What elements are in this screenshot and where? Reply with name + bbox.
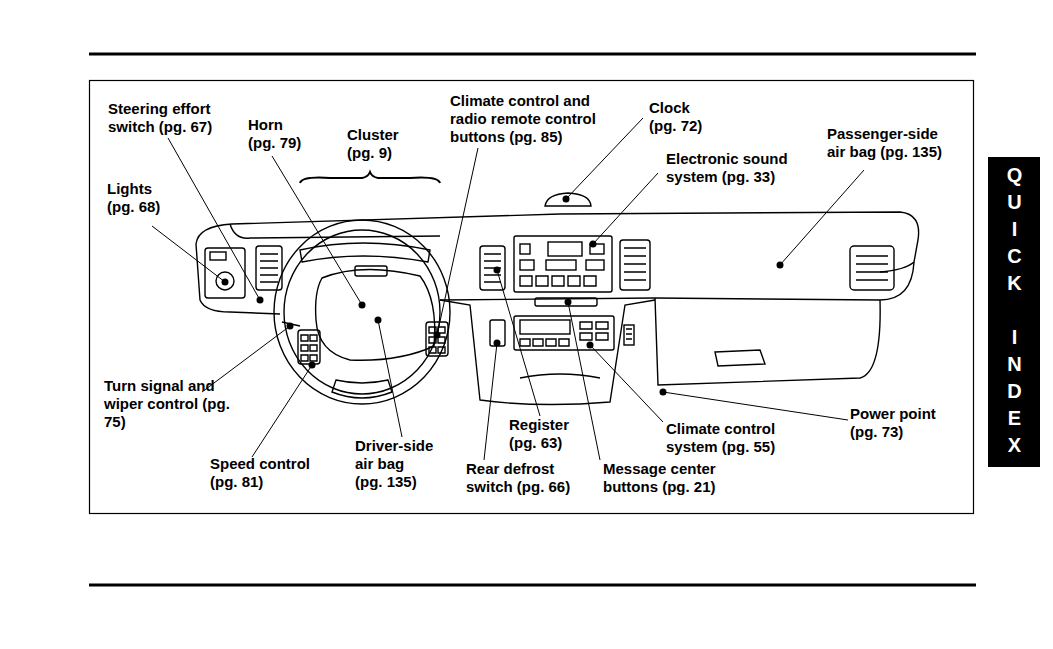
dash-corner (230, 224, 250, 238)
leader-dot (287, 323, 294, 330)
callout-label: Climate control system (pg. 55) (666, 420, 786, 456)
bottom-rule (89, 584, 976, 587)
leader-dot (434, 332, 441, 339)
leader-lines (152, 118, 864, 460)
leader-dots (222, 196, 784, 396)
leader-line (593, 173, 658, 244)
rear-defrost-switch (490, 320, 505, 346)
leader-line (663, 392, 848, 420)
dash-left (196, 244, 280, 314)
leader-line (568, 302, 600, 460)
glovebox (655, 298, 880, 385)
wheel-hub (316, 269, 435, 360)
leader-dot (494, 267, 501, 274)
light-switch (210, 252, 226, 260)
preset-buttons (520, 276, 596, 286)
leader-line (272, 156, 362, 305)
leader-line (437, 148, 478, 335)
speed-control-pad (298, 330, 320, 364)
callout-label: Rear defrost switch (pg. 66) (466, 460, 586, 496)
radio (514, 236, 612, 292)
dash-face (440, 262, 914, 300)
climate-unit (514, 316, 614, 350)
leader-dot (660, 389, 667, 396)
callout-label: Turn signal and wiper control (pg. 75) (104, 377, 234, 431)
leader-dot (257, 297, 264, 304)
leader-dot (565, 299, 572, 306)
climate-display (520, 320, 570, 334)
radio-button (586, 260, 604, 270)
vent (620, 240, 650, 290)
leader-line (497, 270, 540, 416)
callout-label: Cluster (pg. 9) (347, 126, 407, 162)
leader-dot (587, 342, 594, 349)
vent-slats (484, 254, 501, 282)
callout-label: Lights (pg. 68) (107, 180, 167, 216)
leader-line (252, 365, 312, 457)
callout-label: Electronic sound system (pg. 33) (666, 150, 796, 186)
clock-housing (545, 193, 591, 206)
console (440, 300, 655, 405)
leader-line (780, 170, 864, 265)
leader-dot (590, 241, 597, 248)
callout-label: Register (pg. 63) (509, 416, 584, 452)
glovebox-latch (715, 350, 765, 366)
callout-label: Steering effort switch (pg. 67) (108, 100, 223, 136)
remote-pad (426, 322, 448, 356)
leader-line (168, 138, 260, 300)
leader-line (202, 326, 290, 392)
hub-emblem (355, 266, 387, 276)
frame (90, 81, 974, 514)
light-panel (205, 248, 245, 298)
cluster-hood (300, 243, 430, 262)
radio-button (520, 244, 530, 254)
radio-button (546, 260, 576, 270)
vent-slats (856, 256, 888, 280)
dashboard (196, 193, 919, 405)
leader-dot (359, 302, 366, 309)
steering-wheel-inner (284, 230, 440, 394)
wheel-spoke (332, 380, 392, 398)
leader-dot (375, 317, 382, 324)
speed-buttons (301, 335, 317, 361)
leader-dot (777, 262, 784, 269)
callout-label: Message center buttons (pg. 21) (603, 460, 728, 496)
radio-display (548, 242, 582, 256)
remote-buttons (429, 327, 445, 353)
vent-slats (624, 248, 646, 280)
radio-button (520, 260, 534, 270)
index-tab: QUICK INDEX (988, 157, 1040, 467)
vent-slats (260, 254, 278, 282)
cluster-bracket (300, 172, 440, 183)
callout-label: Climate control and radio remote control… (450, 92, 600, 146)
leader-dot (309, 362, 316, 369)
leader-dot (222, 279, 229, 286)
leader-dot (494, 340, 501, 347)
callout-label: Driver-side air bag (pg. 135) (355, 437, 435, 491)
switch-lines (626, 329, 632, 339)
top-rule (89, 53, 976, 56)
ashtray (520, 374, 600, 378)
leader-line (152, 226, 225, 282)
vent (850, 246, 894, 290)
leader-dot (563, 196, 570, 203)
leader-line (590, 345, 663, 422)
callout-label: Speed control (pg. 81) (210, 455, 325, 491)
light-knob (216, 272, 234, 290)
message-buttons (535, 298, 597, 306)
leader-line (566, 118, 643, 199)
steering-wheel (274, 220, 450, 404)
tab-text: QUICK INDEX (1003, 164, 1026, 461)
callout-label: Horn (pg. 79) (248, 116, 308, 152)
leader-line (378, 320, 402, 437)
callout-label: Power point (pg. 73) (850, 405, 950, 441)
leader-line (484, 343, 497, 460)
callout-label: Passenger-side air bag (pg. 135) (827, 125, 952, 161)
callout-label: Clock (pg. 72) (649, 99, 709, 135)
climate-buttons (520, 322, 608, 346)
switch (624, 325, 634, 345)
